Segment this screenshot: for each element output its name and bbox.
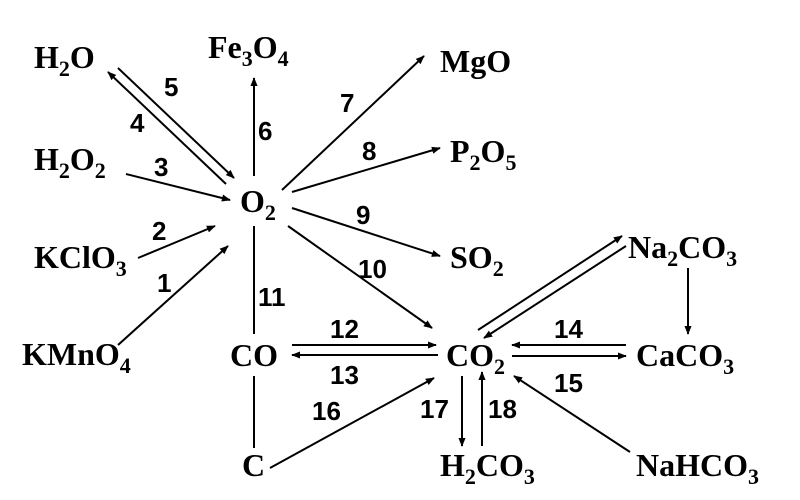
compound-h2o2: H2O2 — [34, 141, 106, 183]
arrow-7 — [281, 55, 425, 191]
reaction-number-5: 5 — [164, 72, 178, 102]
reaction-number-14: 14 — [554, 314, 583, 344]
arrow-16 — [269, 377, 435, 469]
compound-na2co3: Na2CO3 — [628, 229, 737, 271]
reaction-number-16: 16 — [312, 396, 341, 426]
reaction-number-9: 9 — [356, 200, 370, 230]
reaction-number-12: 12 — [330, 314, 359, 344]
arrow-co2-na2co3 — [477, 235, 623, 331]
compound-p2o5: P2O5 — [450, 133, 516, 175]
reaction-number-4: 4 — [130, 108, 145, 138]
reaction-number-3: 3 — [154, 152, 168, 182]
reaction-number-6: 6 — [258, 116, 272, 146]
compound-co2: CO2 — [446, 337, 505, 379]
compound-nahco3: NaHCO3 — [636, 447, 759, 489]
compound-kmno4: KMnO4 — [22, 336, 131, 378]
compound-c: C — [242, 447, 265, 483]
compound-kclo3: KClO3 — [34, 239, 127, 281]
reaction-number-18: 18 — [488, 394, 517, 424]
arrow-5 — [107, 71, 227, 185]
arrow-9 — [291, 207, 441, 257]
compound-caco3: CaCO3 — [636, 337, 734, 379]
arrow-2 — [137, 225, 216, 259]
arrow-nahco3-co2 — [513, 375, 631, 453]
arrow-10 — [287, 225, 433, 329]
arrow-1 — [117, 245, 229, 346]
arrow-8 — [291, 146, 441, 193]
reaction-number-7: 7 — [340, 88, 354, 118]
reaction-number-11: 11 — [258, 282, 286, 312]
reaction-number-15: 15 — [554, 368, 583, 398]
reaction-number-10: 10 — [358, 254, 387, 284]
reaction-number-17: 17 — [420, 394, 449, 424]
compound-mgo: MgO — [440, 43, 511, 79]
compound-h2o: H2O — [34, 39, 95, 81]
arrow-4 — [117, 67, 235, 179]
compound-h2co3: H2CO3 — [440, 447, 535, 489]
compound-o2: O2 — [240, 183, 276, 225]
reaction-number-1: 1 — [157, 268, 171, 298]
reaction-number-13: 13 — [330, 360, 359, 390]
compound-so2: SO2 — [450, 239, 504, 281]
reaction-number-2: 2 — [152, 216, 166, 246]
compound-fe3o4: Fe3O4 — [208, 29, 289, 71]
reaction-number-8: 8 — [362, 136, 376, 166]
compound-co: CO — [230, 337, 278, 373]
arrow-3 — [125, 173, 231, 202]
arrow-na2co3-co2 — [483, 245, 627, 339]
